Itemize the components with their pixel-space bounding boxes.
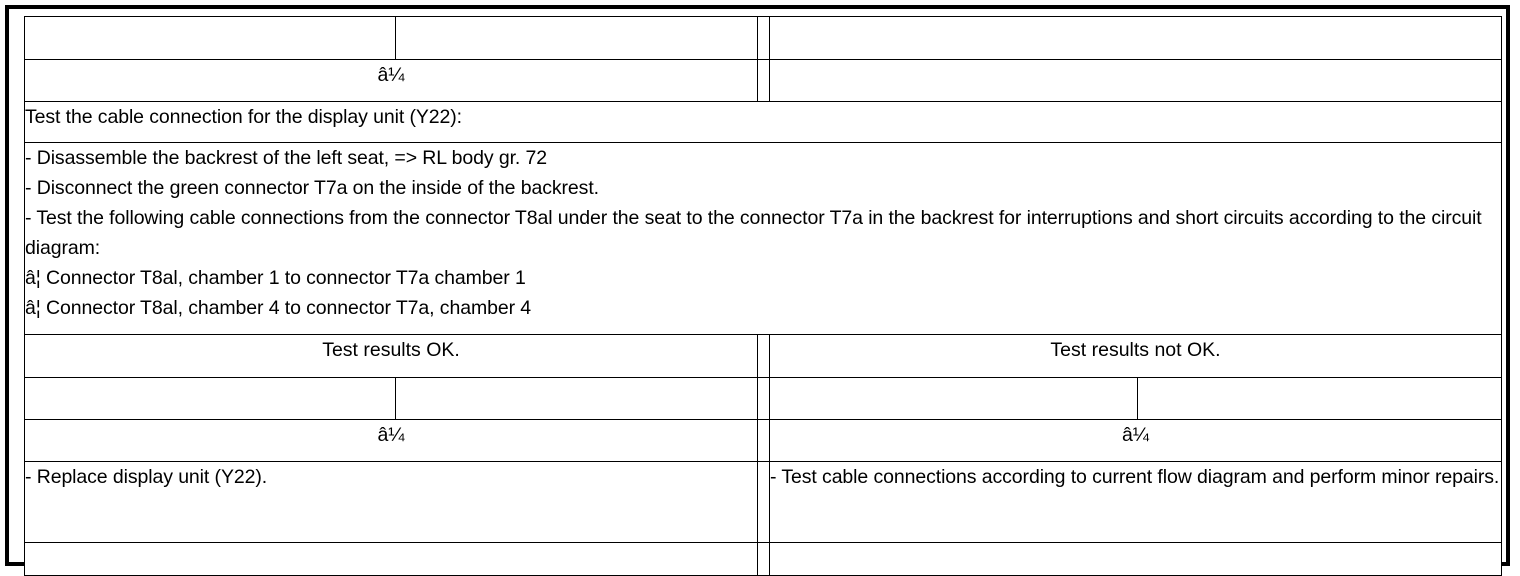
table-row: â¼ â¼	[24, 419, 1502, 462]
cell-top-right	[769, 16, 1502, 60]
branch-spacer-column	[757, 377, 770, 420]
branch-spacer-column	[757, 542, 770, 576]
cell-branch-blank-right-a	[769, 377, 1138, 420]
diagnostic-flow-table: â¼ Test the cable connection for the dis…	[24, 16, 1502, 576]
branch-spacer-column	[757, 16, 770, 60]
down-arrow-icon-top: â¼	[24, 59, 758, 102]
branch-spacer-column	[757, 334, 770, 378]
table-row	[24, 542, 1502, 576]
down-arrow-icon-ok-branch: â¼	[24, 419, 758, 462]
branch-spacer-column	[757, 461, 770, 543]
down-arrow-icon-not-ok-branch: â¼	[769, 419, 1502, 462]
table-row	[24, 377, 1502, 420]
action-not-ok-branch: - Test cable connections according to cu…	[769, 461, 1502, 543]
table-row: - Replace display unit (Y22). - Test cab…	[24, 461, 1502, 543]
action-ok-branch: - Replace display unit (Y22).	[24, 461, 758, 543]
cell-top-left-a	[24, 16, 396, 60]
section-title: Test the cable connection for the displa…	[24, 101, 1502, 143]
cell-footer-right	[769, 542, 1502, 576]
cell-arrow-row-right	[769, 59, 1502, 102]
cell-footer-left	[24, 542, 758, 576]
cell-top-left-b	[395, 16, 758, 60]
result-header-ok: Test results OK.	[24, 334, 758, 378]
table-row: Test results OK. Test results not OK.	[24, 334, 1502, 378]
cell-branch-blank-left-a	[24, 377, 396, 420]
branch-spacer-column	[757, 419, 770, 462]
table-row: â¼	[24, 59, 1502, 102]
table-row: - Disassemble the backrest of the left s…	[24, 142, 1502, 335]
instruction-steps-block: - Disassemble the backrest of the left s…	[24, 142, 1502, 335]
table-row: Test the cable connection for the displa…	[24, 101, 1502, 143]
document-outer-frame: â¼ Test the cable connection for the dis…	[5, 5, 1510, 576]
table-row	[24, 16, 1502, 60]
result-header-not-ok: Test results not OK.	[769, 334, 1502, 378]
cell-branch-blank-right-b	[1137, 377, 1502, 420]
cell-branch-blank-left-b	[395, 377, 758, 420]
branch-spacer-column	[757, 59, 770, 102]
